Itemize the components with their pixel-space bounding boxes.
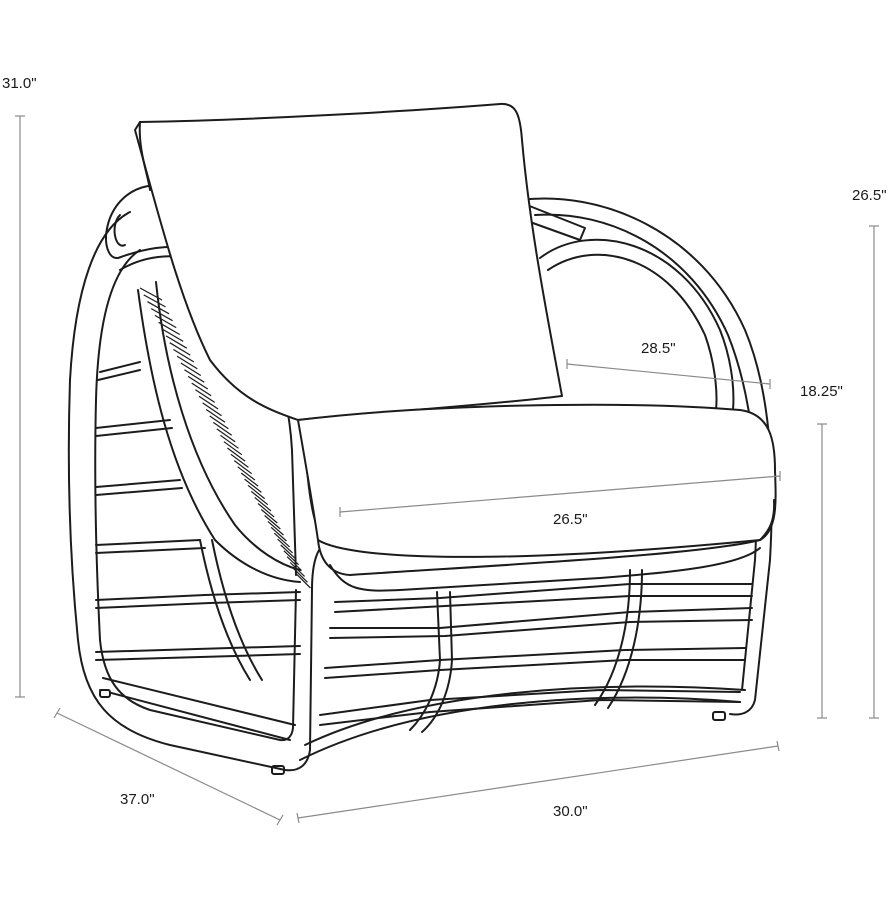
- weave-strand: [158, 321, 181, 336]
- weave-strand: [273, 532, 291, 548]
- weave-strand: [184, 369, 205, 383]
- weave-strand: [180, 362, 202, 377]
- dimension-lines: [15, 115, 879, 826]
- weave-strand: [212, 421, 233, 436]
- overall-depth-label: 37.0": [120, 791, 155, 808]
- basket-ribs: [199, 539, 643, 733]
- weave-strand: [173, 348, 195, 363]
- left-arm-frame-inner: [94, 249, 297, 742]
- seat-width-label: 26.5": [553, 511, 588, 528]
- weave-strand: [227, 447, 246, 462]
- weave-strand: [198, 395, 219, 410]
- weave-strand: [277, 538, 294, 554]
- weave-strand: [286, 556, 303, 571]
- weave-strand: [220, 434, 239, 449]
- weave-strand: [267, 520, 284, 536]
- overall-height-label: 31.0": [2, 75, 37, 92]
- weave-strand: [289, 562, 306, 577]
- weave-strand: [165, 335, 188, 349]
- chair-illustration: [67, 102, 777, 775]
- weave-strand: [205, 409, 226, 423]
- weave-strand: [202, 402, 222, 417]
- base-front-curve: [299, 696, 741, 761]
- weave-strand: [191, 382, 212, 397]
- weave-strand: [250, 490, 269, 506]
- weave-strand: [233, 460, 253, 475]
- woven-back-panel: [137, 281, 311, 589]
- left-arm-frame-outer: [67, 211, 331, 772]
- weave-strand: [139, 287, 163, 301]
- weave-strand: [254, 496, 272, 512]
- weave-strand: [216, 428, 236, 443]
- weave-strand: [264, 515, 281, 530]
- weave-strand: [154, 314, 177, 329]
- arm-height-label: 26.5": [852, 187, 887, 204]
- weave-strand: [169, 342, 191, 356]
- weave-strand: [223, 441, 243, 456]
- weave-strand: [161, 328, 184, 342]
- right-arm-loop-inner: [547, 253, 718, 411]
- weave-strand: [187, 375, 209, 390]
- seat-height-label: 18.25": [800, 383, 843, 400]
- weave-strand: [143, 294, 166, 308]
- foot-right: [712, 711, 726, 721]
- weave-strand: [195, 389, 216, 403]
- weave-strand: [150, 308, 173, 322]
- weave-strand: [257, 503, 275, 518]
- weave-strand: [296, 573, 311, 589]
- foot-left: [99, 689, 111, 698]
- weave-strand: [176, 355, 198, 370]
- weave-strand: [147, 301, 170, 315]
- weave-strand: [270, 526, 287, 542]
- weave-strand: [247, 484, 265, 500]
- dimension-labels: 31.0" 26.5" 28.5" 18.25" 26.5" 37.0" 30.…: [2, 75, 887, 820]
- seat-cushion: [297, 403, 777, 576]
- weave-strand: [240, 472, 259, 487]
- overall-width-label: 30.0": [553, 803, 588, 820]
- weave-strand: [260, 509, 278, 524]
- weave-strand: [280, 544, 297, 560]
- seat-depth-label: 28.5": [641, 340, 676, 357]
- weave-strand: [230, 453, 249, 468]
- weave-strand: [209, 415, 229, 430]
- basket-slats: [95, 361, 753, 726]
- right-arm-loop: [539, 238, 735, 411]
- base-front-curve-inner: [304, 685, 746, 746]
- weave-strand: [244, 478, 262, 493]
- back-cushion: [134, 102, 563, 421]
- weave-strand: [237, 466, 256, 481]
- rear-frame-right: [519, 197, 773, 716]
- base-left: [99, 689, 291, 741]
